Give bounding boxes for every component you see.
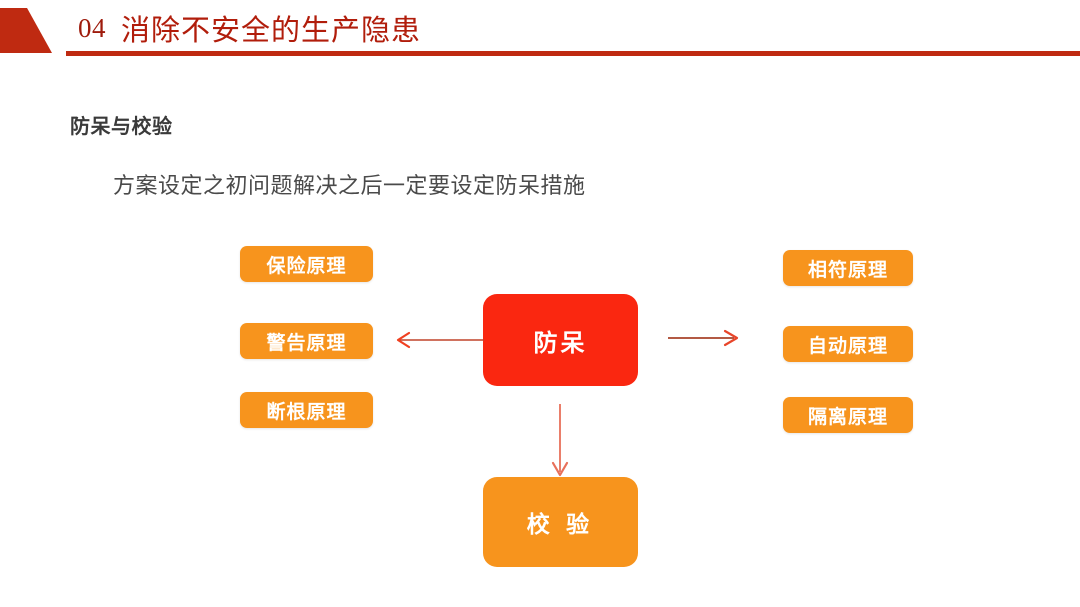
diagram-node-left-1-label: 保险原理 — [266, 255, 347, 277]
diagram-node-left-2-label: 警告原理 — [266, 332, 347, 354]
arrow-left-icon — [396, 331, 484, 349]
diagram-node-left-1[interactable]: 保险原理 — [240, 246, 373, 282]
header-underline-rule — [66, 51, 1080, 56]
section-heading: 消除不安全的生产隐患 — [121, 15, 422, 47]
slide-header: 04 消除不安全的生产隐患 — [0, 0, 1080, 60]
diagram-center-node-label: 防呆 — [533, 329, 588, 357]
arrow-down-icon — [551, 404, 569, 477]
diagram-node-left-2[interactable]: 警告原理 — [240, 323, 373, 359]
diagram-node-right-1[interactable]: 相符原理 — [783, 250, 913, 286]
diagram-node-right-3-label: 隔离原理 — [807, 406, 888, 428]
diagram-center-node[interactable]: 防呆 — [483, 294, 638, 386]
diagram-node-right-3[interactable]: 隔离原理 — [783, 397, 913, 433]
diagram-node-right-1-label: 相符原理 — [807, 259, 888, 281]
diagram-node-right-2-label: 自动原理 — [807, 335, 888, 357]
diagram-bottom-node[interactable]: 校 验 — [483, 477, 638, 567]
arrow-right-icon — [668, 329, 739, 347]
section-subtitle: 防呆与校验 — [70, 116, 173, 138]
diagram-bottom-node-label: 校 验 — [526, 511, 595, 537]
page-title: 04 消除不安全的生产隐患 — [78, 6, 421, 50]
section-number: 04 — [78, 12, 106, 43]
section-paragraph: 方案设定之初问题解决之后一定要设定防呆措施 — [113, 173, 586, 198]
diagram-node-left-3[interactable]: 断根原理 — [240, 392, 373, 428]
diagram-node-right-2[interactable]: 自动原理 — [783, 326, 913, 362]
diagram-node-left-3-label: 断根原理 — [266, 401, 347, 423]
